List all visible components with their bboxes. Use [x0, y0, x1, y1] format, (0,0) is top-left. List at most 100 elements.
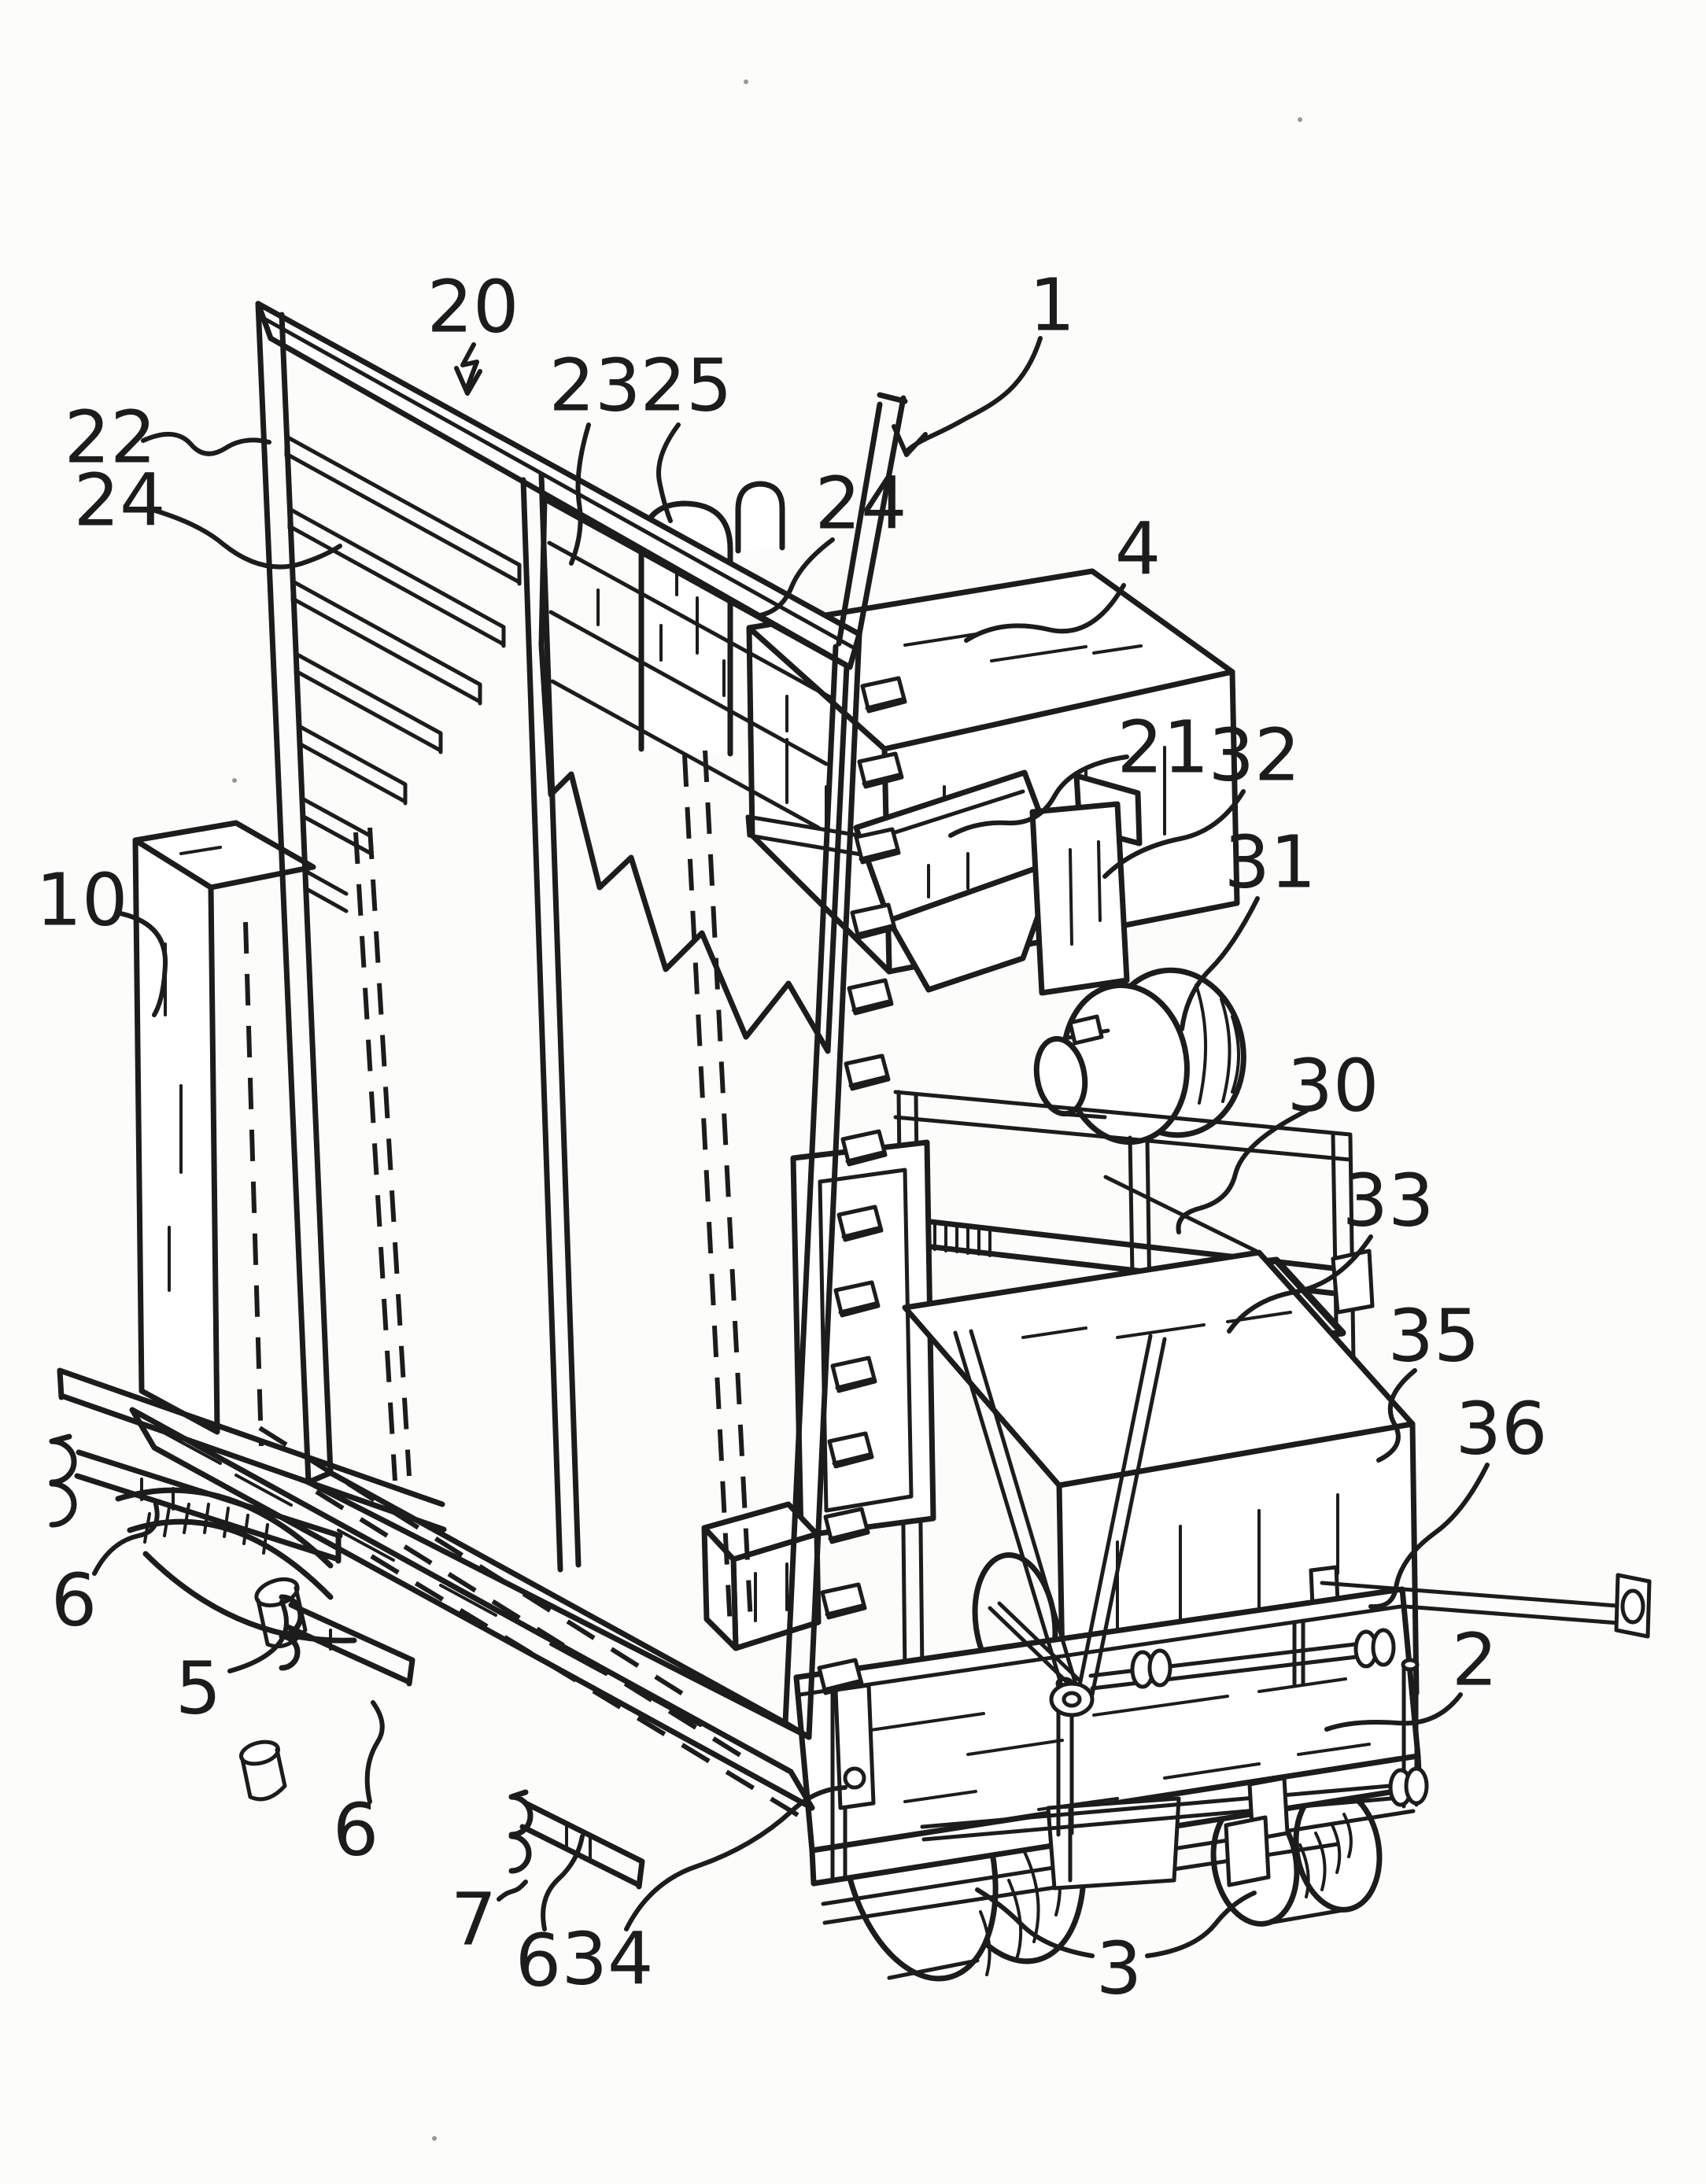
louver-lattice: [538, 496, 850, 1054]
leader-line-24b: [758, 537, 835, 618]
reference-numeral-3: 3: [1096, 1927, 1143, 2011]
panel-mullion: [520, 472, 582, 1573]
hook-foot: [49, 1433, 77, 1528]
hub-bracket: [1068, 1014, 1104, 1046]
hook-foot: [279, 1594, 304, 1671]
label-21: 21: [948, 706, 1209, 838]
reference-numeral-33: 33: [1342, 1159, 1434, 1243]
leader-line-23: [569, 422, 591, 566]
reference-numeral-6c: 6: [515, 1919, 562, 2003]
scan-speck: [432, 2136, 437, 2141]
reference-numeral-4: 4: [1115, 507, 1161, 592]
reference-numeral-30: 30: [1287, 1044, 1379, 1128]
reference-numeral-2: 2: [1452, 1618, 1498, 1703]
reference-numeral-20: 20: [427, 265, 519, 349]
carriage-deck: [793, 1329, 1429, 1925]
scan-speck: [232, 778, 237, 783]
reference-numeral-10: 10: [35, 858, 127, 943]
wheel-brackets: [833, 1683, 1290, 1887]
reference-numeral-1: 1: [1029, 264, 1076, 348]
support-arm: [1029, 773, 1143, 996]
box10-hidden-edge: [243, 921, 264, 1447]
rear-post-box: [132, 820, 316, 1447]
label-6b: 6: [333, 1700, 385, 1872]
leader-line-7: [497, 1880, 528, 1902]
a-frame-braces: [953, 1329, 1167, 1717]
label-6c: 6: [515, 1834, 585, 2003]
bottom-ramp: [129, 1407, 815, 1811]
leader-line-3: [975, 1887, 1095, 1958]
leader-line-22: [141, 431, 271, 456]
label-7: 7: [451, 1878, 528, 1962]
rack-teeth: [817, 676, 907, 1695]
label-32: 32: [1102, 714, 1301, 879]
leader-line-5: [227, 1599, 289, 1673]
box10-front-face: [132, 837, 220, 1435]
label-36: 36: [1368, 1387, 1548, 1610]
leader-line-4: [964, 583, 1126, 643]
leader-line-6c: [541, 1834, 585, 1931]
reference-numeral-34: 34: [561, 1917, 653, 2001]
scan-speck: [1298, 117, 1302, 122]
label-1: 1: [892, 264, 1076, 457]
leader-line-34: [624, 1785, 847, 1931]
label-30: 30: [1176, 1044, 1379, 1234]
reference-numeral-35: 35: [1387, 1294, 1479, 1378]
small-box: [701, 1501, 822, 1651]
leader-line-24a: [150, 507, 342, 570]
label-33: 33: [1227, 1159, 1435, 1334]
label-24a: 24: [73, 459, 342, 570]
reference-numeral-32: 32: [1208, 714, 1300, 798]
reference-numeral-25: 25: [640, 344, 732, 428]
leader-line-3: [1145, 1891, 1257, 1958]
leader-line-36: [1368, 1463, 1490, 1610]
reference-numeral-21: 21: [1117, 706, 1209, 790]
leader-line-30: [1176, 1109, 1309, 1234]
label-4: 4: [964, 507, 1161, 643]
leader-line-1: [906, 336, 1043, 452]
reference-numeral-6a: 6: [51, 1559, 98, 1643]
leader-line-35: [1376, 1368, 1417, 1463]
reference-numeral-24a: 24: [73, 459, 165, 543]
leader-line-20: [454, 366, 482, 396]
leader-line-33: [1227, 1234, 1373, 1334]
scan-speck: [744, 79, 748, 84]
label-23: 23: [548, 344, 641, 566]
label-34: 34: [561, 1785, 847, 2001]
label-6a: 6: [51, 1502, 160, 1643]
reference-numeral-6b: 6: [333, 1788, 379, 1872]
leader-line-1: [892, 424, 928, 457]
label-10: 10: [35, 858, 168, 1017]
reference-numeral-36: 36: [1455, 1387, 1547, 1471]
label-5: 5: [175, 1599, 289, 1731]
label-2: 2: [1324, 1618, 1498, 1732]
label-31: 31: [1180, 821, 1316, 1031]
leader-line-2: [1324, 1692, 1463, 1732]
leader-line-32: [1102, 789, 1246, 879]
reference-numeral-31: 31: [1224, 821, 1316, 905]
label-25: 25: [640, 344, 733, 523]
outrigger-middle: [279, 1594, 415, 1687]
reference-numeral-23: 23: [548, 344, 641, 428]
label-35: 35: [1376, 1294, 1480, 1463]
leader-line-6b: [364, 1700, 385, 1804]
label-24b: 24: [758, 462, 907, 618]
panel-top-rail: [255, 301, 862, 670]
panel-slats: [284, 434, 522, 913]
hidden-edges: [258, 750, 806, 1821]
panel-assembly: [57, 301, 908, 1821]
leader-line-6a: [92, 1502, 160, 1576]
lower-rail: [57, 1367, 447, 1533]
hook-foot: [508, 1789, 534, 1874]
leader-line-10: [114, 910, 168, 1017]
label-3: 3: [975, 1887, 1257, 2011]
reference-numeral-24b: 24: [814, 462, 907, 546]
lower-opening-frame: [790, 1139, 936, 1539]
outrigger-center: [508, 1789, 645, 1890]
axles: [920, 1628, 1429, 1842]
leader-line-31: [1180, 896, 1260, 1031]
leader-line-25: [656, 422, 681, 523]
